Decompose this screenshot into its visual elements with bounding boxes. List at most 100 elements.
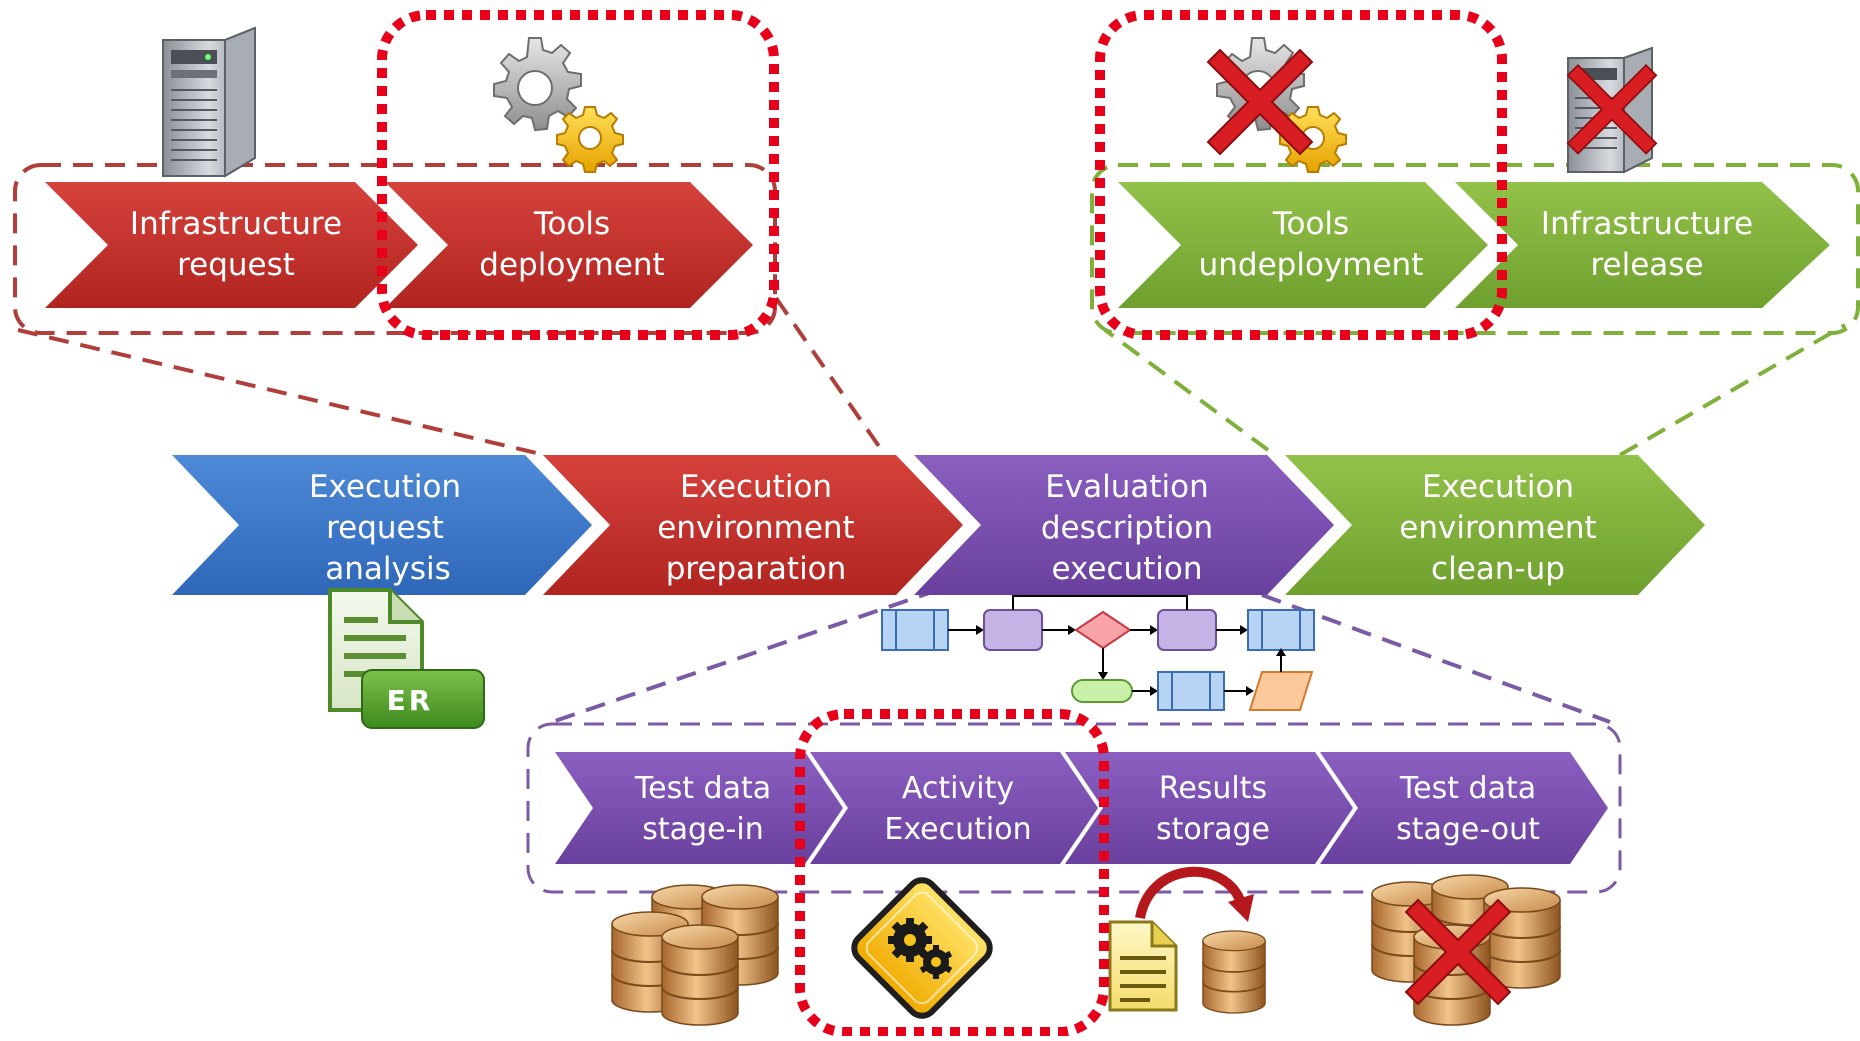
substep-label-line: Test data (634, 771, 771, 806)
eval-connector-left (551, 588, 939, 724)
svg-text:request: request (326, 510, 444, 546)
substep-label-line: storage (1156, 812, 1270, 847)
svg-text:Execution: Execution (1422, 469, 1574, 505)
database-icon (1202, 930, 1266, 1014)
main-step-request-analysis[interactable]: Execution request analysis (172, 455, 592, 595)
main-step-label-line: Execution (309, 469, 461, 505)
svg-text:Tools: Tools (1272, 206, 1349, 242)
svg-text:Execution: Execution (884, 812, 1031, 847)
main-step-label-line: environment (657, 510, 854, 546)
main-step-environment-cleanup[interactable]: Execution environment clean-up (1285, 455, 1705, 595)
substep-results-storage[interactable]: Results storage (1065, 752, 1353, 864)
eval-substeps: Test data stage-in Activity Execution Re… (555, 752, 1608, 864)
substep-activity-execution[interactable]: Activity Execution (810, 752, 1098, 864)
substep-tools-deployment[interactable]: Tools deployment (385, 182, 753, 308)
svg-text:Results: Results (1159, 771, 1267, 806)
svg-text:Activity: Activity (902, 771, 1014, 806)
svg-text:Execution: Execution (680, 469, 832, 505)
eval-substeps-frame (526, 722, 1622, 894)
prep-substeps: Infrastructure request Tools deployment (45, 182, 753, 308)
main-step-label-line: execution (1051, 551, 1202, 587)
substep-label-line: Infrastructure (1541, 206, 1753, 242)
highlight-tools-deployment (377, 10, 779, 340)
substep-infrastructure-request[interactable]: Infrastructure request (45, 182, 418, 308)
svg-text:stage-out: stage-out (1396, 812, 1540, 847)
main-step-label-line: analysis (325, 551, 451, 587)
svg-text:execution: execution (1051, 551, 1202, 587)
document-icon (1108, 920, 1178, 1012)
main-step-label-line: description (1041, 510, 1213, 546)
cleanup-substeps-frame (1090, 163, 1860, 335)
main-step-label-line: environment (1399, 510, 1596, 546)
transfer-arrow (1135, 866, 1245, 920)
substep-label-line: Tools (1272, 206, 1349, 242)
main-step-label-line: Execution (1422, 469, 1574, 505)
server-removed-icon (1566, 46, 1658, 174)
main-step-environment-preparation[interactable]: Execution environment preparation (543, 455, 963, 595)
substep-test-data-stage-in[interactable]: Test data stage-in (555, 752, 843, 864)
substep-label-line: Activity (902, 771, 1014, 806)
main-step-label-line: Execution (680, 469, 832, 505)
main-step-label-line: preparation (666, 551, 847, 587)
flowchart-icon (881, 595, 1315, 711)
prep-connector-right (774, 296, 887, 457)
database-stack-icon (611, 884, 779, 1026)
svg-text:storage: storage (1156, 812, 1270, 847)
svg-text:environment: environment (657, 510, 854, 546)
substep-label-line: request (177, 247, 295, 283)
substep-label-line: Results (1159, 771, 1267, 806)
cleanup-substeps: Tools undeployment Infrastructure releas… (1118, 182, 1830, 308)
svg-text:stage-in: stage-in (642, 812, 763, 847)
svg-text:clean-up: clean-up (1431, 551, 1565, 587)
database-icon (661, 924, 739, 1026)
cleanup-connector-right (1618, 323, 1847, 457)
svg-text:Execution: Execution (309, 469, 461, 505)
results-storage-icon (1108, 866, 1266, 1014)
svg-text:Test data: Test data (634, 771, 771, 806)
svg-text:preparation: preparation (666, 551, 847, 587)
main-step-label-line: clean-up (1431, 551, 1565, 587)
svg-text:undeployment: undeployment (1199, 247, 1424, 283)
svg-text:description: description (1041, 510, 1213, 546)
er-badge-label: ER (387, 684, 434, 717)
database-removed-icon (1371, 874, 1561, 1026)
svg-text:Test data: Test data (1399, 771, 1536, 806)
svg-text:Tools: Tools (533, 206, 610, 242)
substep-label-line: Tools (533, 206, 610, 242)
substep-label-line: release (1590, 247, 1703, 283)
document-icon: ER (328, 588, 485, 729)
highlight-boxes (377, 10, 1507, 1037)
warning-gears-icon (851, 877, 993, 1019)
gears-removed-icon (1207, 37, 1347, 173)
substep-label-line: undeployment (1199, 247, 1424, 283)
substep-label-line: stage-in (642, 812, 763, 847)
substep-tools-undeployment[interactable]: Tools undeployment (1118, 182, 1488, 308)
main-step-evaluation-execution[interactable]: Evaluation description execution (914, 455, 1334, 595)
svg-text:environment: environment (1399, 510, 1596, 546)
prep-connector-left (17, 328, 546, 457)
substep-label-line: Infrastructure (130, 206, 342, 242)
svg-text:deployment: deployment (479, 247, 664, 283)
substep-test-data-stage-out[interactable]: Test data stage-out (1320, 752, 1608, 864)
svg-text:release: release (1590, 247, 1703, 283)
substep-label-line: stage-out (1396, 812, 1540, 847)
main-step-label-line: request (326, 510, 444, 546)
substep-label-line: Test data (1399, 771, 1536, 806)
cleanup-connector-left (1103, 328, 1270, 452)
main-step-label-line: Evaluation (1045, 469, 1209, 505)
substep-label-line: Execution (884, 812, 1031, 847)
main-steps: Execution request analysis Execution env… (172, 455, 1705, 595)
svg-text:Evaluation: Evaluation (1045, 469, 1209, 505)
transfer-arrow-head (1228, 894, 1254, 922)
substep-infrastructure-release[interactable]: Infrastructure release (1455, 182, 1830, 308)
svg-text:analysis: analysis (325, 551, 451, 587)
er-badge: ER (361, 669, 485, 729)
substep-label-line: deployment (479, 247, 664, 283)
svg-text:Infrastructure: Infrastructure (130, 206, 342, 242)
gears-icon (493, 37, 624, 173)
highlight-activity-execution (795, 709, 1109, 1037)
svg-text:Infrastructure: Infrastructure (1541, 206, 1753, 242)
svg-text:request: request (177, 247, 295, 283)
